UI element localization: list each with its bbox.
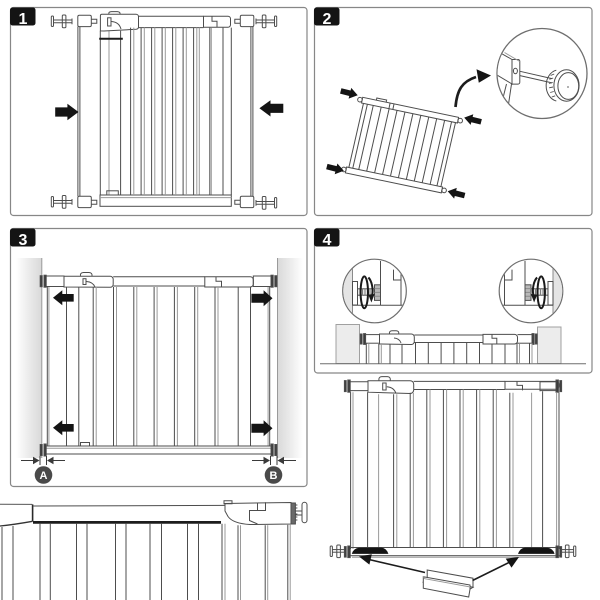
svg-text:1: 1 xyxy=(19,11,28,28)
svg-text:4: 4 xyxy=(323,232,332,249)
svg-text:B: B xyxy=(270,470,278,482)
svg-text:2: 2 xyxy=(323,11,332,28)
svg-text:A: A xyxy=(40,470,48,482)
svg-text:3: 3 xyxy=(19,232,28,249)
